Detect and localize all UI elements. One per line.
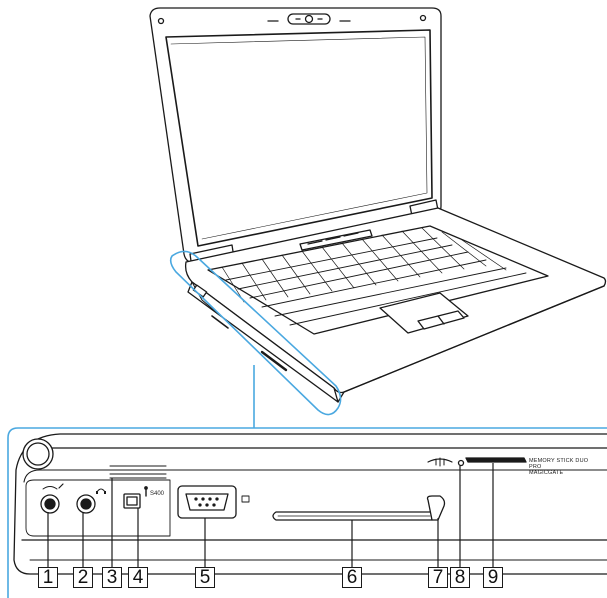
microphone-jack (40, 483, 64, 514)
memory-stick-label: MEMORY STICK DUO PRO MAGICGATE (529, 458, 589, 476)
zoom-outline (7, 427, 607, 598)
callout-7: 7 (428, 567, 448, 588)
callout-9: 9 (483, 567, 503, 588)
callout-2: 2 (73, 567, 93, 588)
ilink-port-label: S400 (150, 491, 165, 497)
laptop-screen (165, 29, 433, 247)
callout-1: 1 (38, 567, 58, 588)
callout-4: 4 (128, 567, 148, 588)
leader-lines (47, 463, 494, 568)
memory-stick-slot (465, 457, 527, 463)
air-vent (109, 465, 167, 479)
headphones-jack (76, 488, 106, 514)
pc-card-eject-button (426, 495, 446, 521)
ilink-port (123, 486, 148, 509)
webcam (287, 13, 331, 25)
callout-6: 6 (342, 567, 362, 588)
callout-8: 8 (450, 567, 470, 588)
highlight-outline (169, 250, 342, 416)
callout-5: 5 (195, 567, 215, 588)
monitor-port (177, 485, 250, 519)
touchpad (379, 292, 469, 334)
side-panel-body (13, 433, 607, 575)
pc-card-slot (272, 511, 433, 521)
memory-stick-indicator (457, 459, 465, 467)
callout-3: 3 (102, 567, 122, 588)
